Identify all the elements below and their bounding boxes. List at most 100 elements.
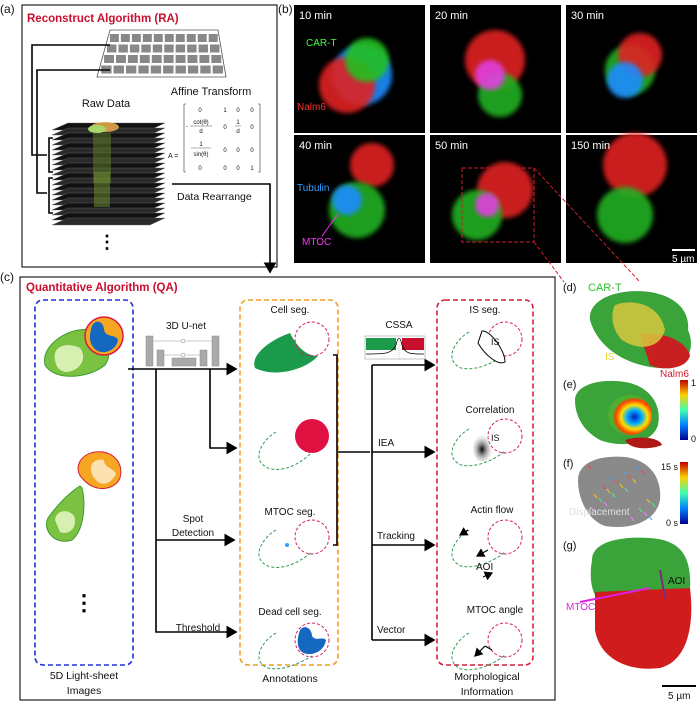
detector-cell xyxy=(211,55,222,63)
more-images-dots: ⋮ xyxy=(73,590,95,615)
target-outline xyxy=(487,418,523,454)
svg-text:0: 0 xyxy=(223,148,227,154)
displacement-track xyxy=(622,470,627,476)
g-aoi-label: AOI xyxy=(668,576,685,587)
is-shape xyxy=(477,330,506,364)
displacement-track xyxy=(593,493,598,499)
cell-in-stack xyxy=(88,122,119,207)
timelapse-frame: 10 min xyxy=(294,5,425,133)
timelapse-frame: 150 min xyxy=(566,133,697,263)
svg-text:0: 0 xyxy=(198,166,202,172)
displacement-track xyxy=(609,475,614,481)
frame-time-label: 50 min xyxy=(435,140,468,152)
cell-blob xyxy=(475,60,505,90)
qa-frame xyxy=(19,276,556,701)
timelapse-frame: 40 min xyxy=(294,135,425,263)
effector-outline xyxy=(451,632,506,671)
d-cart-label: CAR-T xyxy=(588,282,622,294)
displacement-track xyxy=(648,515,653,521)
svg-text:1: 1 xyxy=(223,108,227,114)
cell-blob xyxy=(603,133,667,197)
tubulin-label: Tubulin xyxy=(297,183,329,194)
effector-outline xyxy=(451,529,506,568)
detector-cell xyxy=(138,65,149,74)
morphology-label: Morphological xyxy=(454,671,519,683)
spot-detection-label: Detection xyxy=(172,528,214,539)
effector-outline xyxy=(258,632,313,670)
target-seg-shape xyxy=(295,419,329,453)
e-colorbar-max: 1 xyxy=(691,378,696,388)
cell-blob xyxy=(350,143,394,187)
tracking-label: Tracking xyxy=(377,531,415,542)
detector-cell xyxy=(125,65,137,74)
detector-cell xyxy=(187,55,198,63)
ra-frame xyxy=(21,4,278,268)
affine-matrix: A = 0 1 0 0 - cot(θ) d 0 1 d 0 1 sin(θ) … xyxy=(168,103,261,173)
mtoc-label: MTOC xyxy=(302,237,331,248)
g-mtoc-label: MTOC xyxy=(566,602,595,613)
detector-cell xyxy=(175,34,185,42)
spot-detection-label: Spot xyxy=(183,514,204,525)
target-outline xyxy=(294,622,330,658)
displacement-track xyxy=(598,497,603,503)
cell-blob xyxy=(332,185,362,215)
displacement-track xyxy=(603,501,608,507)
timelapse-frame: 20 min xyxy=(430,5,561,133)
detector-cell xyxy=(175,65,186,74)
ra-title: Reconstruct Algorithm (RA) xyxy=(27,13,179,25)
displacement-track xyxy=(635,465,640,471)
target-outline xyxy=(294,321,330,357)
detector-cell xyxy=(118,44,128,53)
svg-text:1: 1 xyxy=(236,120,240,126)
morphology-group-box xyxy=(436,299,534,666)
render-g xyxy=(579,537,692,669)
d-is-label: IS xyxy=(605,352,615,363)
displacement-track xyxy=(627,474,632,480)
svg-text:1: 1 xyxy=(199,142,203,148)
detector-cell xyxy=(151,55,162,63)
detector-cell xyxy=(113,65,124,74)
detector-cell xyxy=(141,44,151,53)
is-label: IS xyxy=(491,337,500,347)
d-nalm6-label: Nalm6 xyxy=(660,369,689,380)
displacement-track xyxy=(638,507,643,513)
g-scale-label: 5 µm xyxy=(668,691,690,702)
displacement-track xyxy=(630,516,635,522)
cell-blob xyxy=(475,193,499,217)
displacement-track xyxy=(614,479,619,485)
render-e xyxy=(575,380,662,449)
detector-cell xyxy=(175,44,186,53)
displacement-track xyxy=(624,487,629,493)
input-label: 5D Light-sheet xyxy=(50,670,118,682)
detector-cell xyxy=(150,65,162,74)
panel-label-d: (d) xyxy=(563,282,576,294)
displacement-track xyxy=(646,498,651,504)
detector-cell xyxy=(187,44,197,53)
is-label: IS xyxy=(491,433,500,443)
detector-plane-icon xyxy=(96,29,227,78)
svg-text:cot(θ): cot(θ) xyxy=(193,120,208,126)
unet-branch-arrow xyxy=(209,369,238,455)
detector-cell xyxy=(175,55,186,63)
svg-text:1: 1 xyxy=(250,166,254,172)
svg-text:0: 0 xyxy=(236,148,240,154)
annotation-mtoc-seg: MTOC seg. xyxy=(265,507,316,518)
detector-cell xyxy=(142,34,152,42)
unet-icon xyxy=(145,335,220,367)
detector-cell xyxy=(163,65,174,74)
panel-label-a: (a) xyxy=(0,2,15,16)
frame-time-label: 40 min xyxy=(299,140,332,152)
detector-cell xyxy=(197,34,207,42)
data-rearrange-label: Data Rearrange xyxy=(177,191,252,203)
correlation-heat xyxy=(473,434,493,462)
panel-label-c: (c) xyxy=(0,270,14,284)
detector-cell xyxy=(153,34,163,42)
dead-cell-shape xyxy=(297,627,326,655)
output-actin-flow: Actin flow xyxy=(471,505,515,516)
svg-text:-: - xyxy=(186,124,188,130)
mtoc-pointer xyxy=(321,213,339,237)
annotations-label: Annotations xyxy=(262,673,317,685)
detector-cell xyxy=(104,55,115,63)
f-colorbar-min: 0 s xyxy=(666,518,679,528)
annotation-bracket xyxy=(333,354,338,546)
